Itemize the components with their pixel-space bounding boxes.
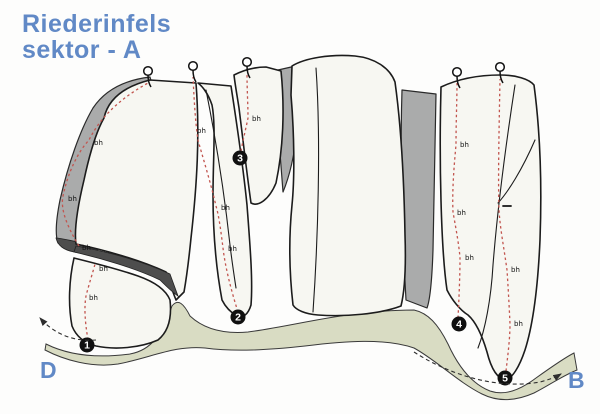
bolt-icon: bh — [449, 207, 466, 217]
bolt-icon: bh — [452, 139, 469, 149]
bolt-icon: bh — [189, 125, 206, 135]
anchor-icon — [494, 61, 506, 84]
route-number: 3 — [237, 153, 243, 165]
bolt-label: bh — [221, 204, 230, 212]
route-number: 1 — [84, 340, 90, 352]
exit-label-left: D — [40, 357, 57, 383]
bolt-icon: bh — [457, 252, 474, 262]
bolt-icon: bh — [220, 243, 237, 253]
route-number-badge: 1 — [79, 337, 95, 353]
anchor-icon — [451, 66, 463, 89]
bolt-icon: bh — [506, 318, 523, 328]
bolt-label: bh — [514, 320, 523, 328]
bolt-label: bh — [457, 209, 466, 217]
route-number-badge: 5 — [497, 370, 513, 386]
crack-line — [312, 67, 320, 313]
route-number: 4 — [456, 319, 462, 331]
route-number: 2 — [235, 312, 241, 324]
route-line-2 — [192, 76, 239, 313]
bolt-icon — [494, 202, 512, 210]
bolt-icon: bh — [91, 263, 108, 273]
bolt-label: bh — [68, 195, 77, 203]
rock-face-centre — [289, 54, 407, 317]
anchor-icon — [142, 65, 154, 88]
bolt-icon: bh — [86, 137, 103, 147]
bolt-icon: bh — [74, 242, 91, 252]
overhang-shadow — [73, 245, 179, 298]
walkoff-arrow-left — [39, 317, 97, 341]
rock-face-right — [439, 74, 542, 381]
bolt-label: bh — [228, 245, 237, 253]
crack-line — [497, 139, 536, 204]
route-number-badge: 4 — [451, 316, 467, 332]
route-line-1 — [84, 263, 96, 341]
bolt-label: bh — [82, 244, 91, 252]
rock-face-slab-3 — [233, 66, 284, 205]
bolt-icon: bh — [60, 193, 77, 203]
route-number-badge: 3 — [232, 150, 248, 166]
route-number-badge: 2 — [230, 309, 246, 325]
bolt-label: bh — [252, 115, 261, 123]
bolt-label: bh — [460, 141, 469, 149]
bolt-icon: bh — [244, 113, 261, 123]
bolt-icon: bh — [81, 292, 98, 302]
bolt-label: bh — [94, 139, 103, 147]
rock-face-boulder-1 — [68, 257, 172, 349]
bolt-label: bh — [197, 127, 206, 135]
route-line-5 — [497, 78, 511, 372]
bolt-label: bh — [511, 266, 520, 274]
walkoff-arrow-right — [413, 351, 562, 385]
bolt-label: bh — [465, 254, 474, 262]
crack-line — [477, 84, 516, 349]
anchor-icon — [187, 60, 199, 83]
crack-line — [205, 89, 237, 289]
page-title-line1: Riederinfels — [22, 10, 171, 38]
route-number: 5 — [502, 373, 508, 385]
route-line-band — [61, 82, 149, 247]
bolt-icon: bh — [213, 202, 230, 212]
exit-label-right: B — [568, 367, 585, 393]
bolt-icon: bh — [503, 264, 520, 274]
anchor-icon — [241, 56, 253, 79]
bolt-label: bh — [89, 294, 98, 302]
bolt-label: bh — [99, 265, 108, 273]
rock-shadow-gap — [400, 89, 437, 309]
route-line-3 — [240, 72, 249, 152]
route-line-4 — [452, 81, 461, 319]
page-title-line2: sektor - A — [22, 36, 141, 64]
